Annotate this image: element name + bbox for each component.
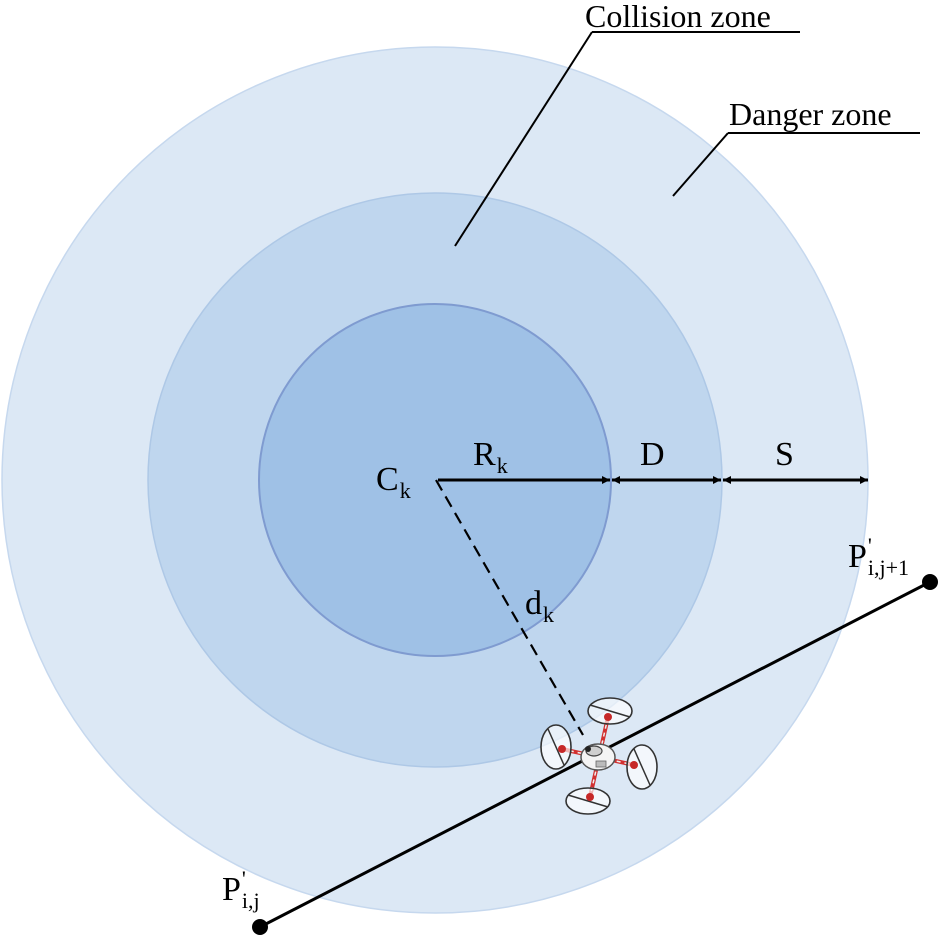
path-end-point bbox=[922, 574, 938, 590]
s-gap-label: S bbox=[775, 436, 794, 473]
d-gap-label: D bbox=[640, 436, 665, 473]
distance-label: dk bbox=[525, 585, 554, 627]
path-start-point bbox=[252, 919, 268, 935]
radius-label: Rk bbox=[473, 436, 508, 478]
path-start-label: P'i,j bbox=[222, 866, 260, 913]
path-end-label: P'i,j+1 bbox=[848, 533, 909, 580]
quadcopter-drone-icon bbox=[540, 697, 658, 815]
obstacle-circle bbox=[258, 303, 612, 657]
center-label: Ck bbox=[376, 461, 411, 503]
distance-dashed-line bbox=[435, 479, 584, 736]
collision-zone-leader bbox=[454, 31, 593, 247]
collision-zone-label: Collision zone bbox=[585, 0, 771, 34]
danger-zone-leader bbox=[672, 132, 729, 197]
danger-zone-label: Danger zone bbox=[729, 96, 892, 132]
